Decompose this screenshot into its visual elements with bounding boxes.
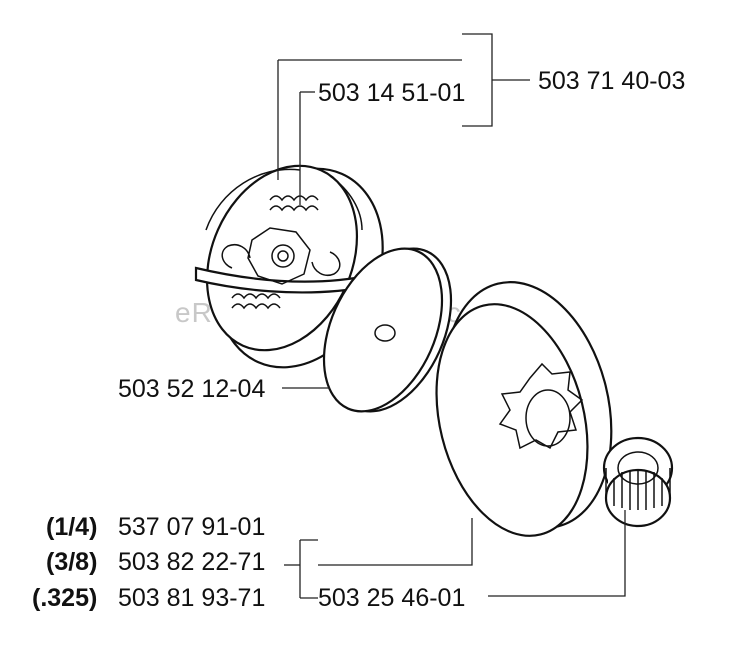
drum-1-4-pitch-label: (1/4) (46, 513, 97, 541)
washer-drawing (322, 247, 453, 413)
drum-3-8-part-number: 503 82 22-71 (118, 548, 265, 576)
drum-325-pitch-label: (.325) (32, 584, 97, 612)
leader-lines (277, 33, 626, 599)
needle-bearing-part-number: 503 25 46-01 (318, 584, 465, 612)
washer-part-number: 503 52 12-04 (118, 375, 265, 403)
clutch-drum-drawing (435, 281, 613, 537)
drum-3-8-pitch-label: (3/8) (46, 548, 97, 576)
drum-1-4-part-number: 537 07 91-01 (118, 513, 265, 541)
drum-325-part-number: 503 81 93-71 (118, 584, 265, 612)
needle-bearing-drawing (602, 436, 674, 528)
clutch-assembly-part-number: 503 71 40-03 (538, 67, 685, 95)
clutch-spring-part-number: 503 14 51-01 (318, 79, 465, 107)
